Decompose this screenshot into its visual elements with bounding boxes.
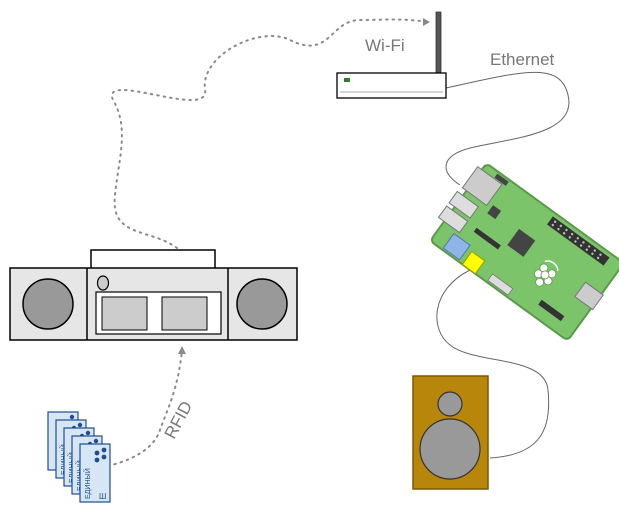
rfid-card-letter: Ш [99, 492, 106, 501]
boombox-knob [96, 275, 110, 291]
rfid-cards-icon: ЕДИНЫЙ ЕДИНЫЙ ЕДИНЫЙ ЕДИНЫЙ Ш [47, 411, 111, 503]
rfid-link [107, 349, 183, 467]
pi-ethernet-port [461, 166, 503, 207]
wifi-arrow-head [423, 18, 430, 26]
speaker-tweeter [437, 391, 463, 417]
pi-usb-port [448, 190, 480, 219]
raspberry-logo-icon [533, 260, 559, 287]
router-body [336, 72, 447, 99]
rfid-card-front: ЕДИНЫЙ Ш [79, 443, 111, 503]
router-antenna [435, 11, 442, 75]
rfid-card-text: ЕДИНЫЙ [83, 468, 92, 499]
raspberry-pi-icon [431, 164, 619, 340]
ethernet-cable [445, 71, 570, 186]
wifi-link [111, 18, 429, 249]
rfid-label: RFID [161, 398, 196, 442]
pi-cpu-chip [507, 228, 536, 257]
pi-chip-strip [473, 227, 501, 250]
rfid-arrow-head [178, 346, 186, 354]
boombox-speaker-right [236, 278, 288, 330]
router-icon [336, 11, 447, 99]
boombox-icon [9, 249, 298, 341]
wifi-label: Wi-Fi [365, 36, 405, 55]
pi-gpio-header [546, 216, 610, 266]
router-led [344, 78, 350, 82]
pi-audio-port [442, 232, 471, 261]
boombox-tape-right [161, 296, 208, 331]
boombox-speaker-left [22, 278, 74, 330]
boombox-handle [90, 249, 216, 270]
pi-chip-small [487, 205, 502, 220]
boombox-tape-left [101, 296, 148, 331]
speaker-icon [412, 375, 489, 490]
ethernet-label: Ethernet [490, 50, 555, 69]
pi-connector [574, 281, 604, 311]
audio-cable [436, 269, 550, 459]
pi-video-port [461, 250, 486, 275]
speaker-woofer [419, 418, 481, 480]
